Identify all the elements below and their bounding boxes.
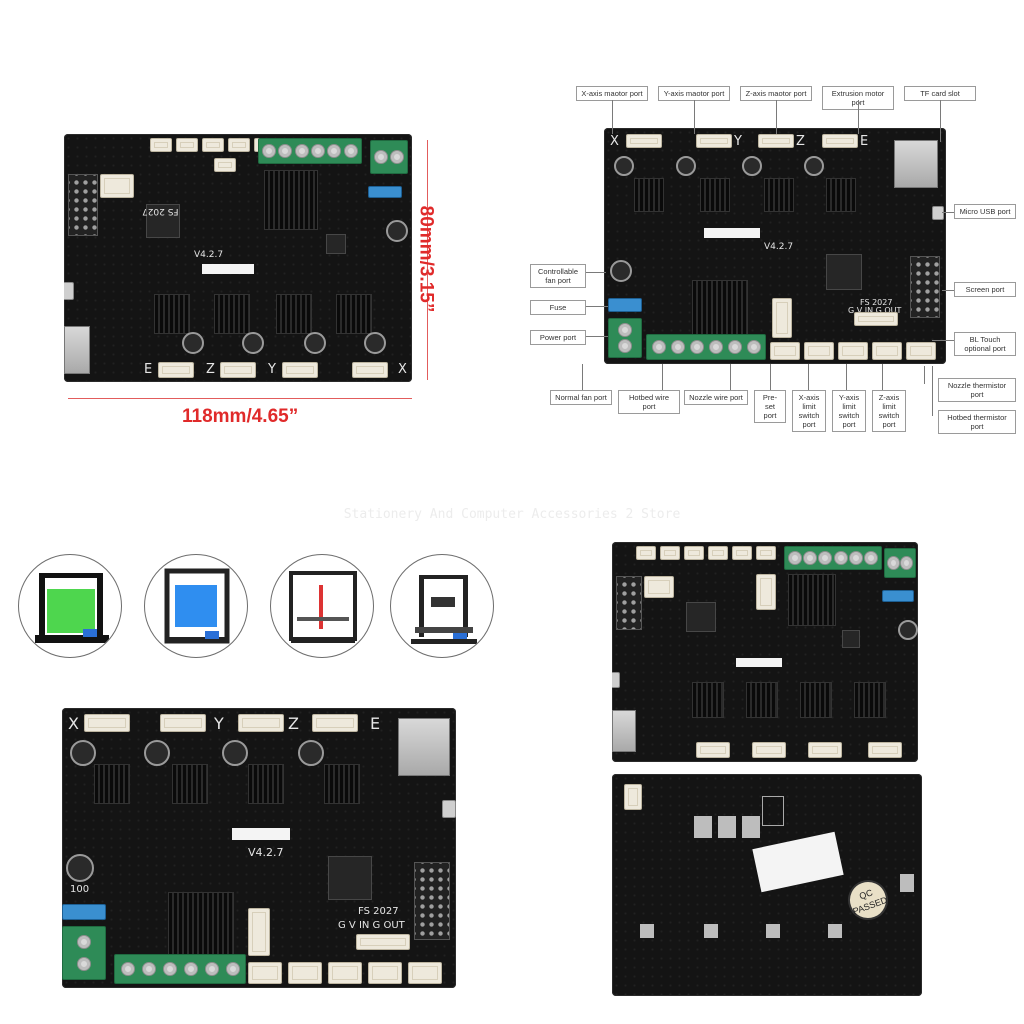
store-watermark: Stationery And Computer Accessories 2 St…	[343, 507, 681, 522]
mainboard-top-image: V4.2.7 FS 2027 E Z Y X	[64, 134, 412, 382]
mainboard-back-image: QC PASSED	[612, 774, 922, 996]
annotated-header-pins: G V IN G OUT	[848, 306, 902, 315]
callout-normal-fan: Normal fan port	[550, 390, 612, 405]
p3-axis-e: E	[370, 714, 381, 733]
p3-axis-z: Z	[288, 714, 299, 733]
p3-axis-x: X	[68, 714, 79, 733]
callout-power: Power port	[530, 330, 586, 345]
annotated-axis-x: X	[610, 134, 619, 149]
annotated-axis-z: Z	[796, 134, 805, 149]
callout-fuse: Fuse	[530, 300, 586, 315]
callout-controllable-fan: Controllable fan port	[530, 264, 586, 288]
axis-e-silk: E	[144, 362, 153, 377]
board-dimensions-panel: V4.2.7 FS 2027 E Z Y X 80mm/3.15” 118mm/…	[0, 0, 512, 480]
callout-hotbed-thermistor: Hotbed thermistor port	[938, 410, 1016, 434]
callout-tf-card: TF card slot	[904, 86, 976, 101]
callout-y-motor: Y-axis maotor port	[658, 86, 730, 101]
annotated-axis-y: Y	[734, 134, 742, 149]
p3-axis-y: Y	[214, 714, 224, 733]
height-dimension-line	[427, 140, 428, 380]
callout-micro-usb: Micro USB port	[954, 204, 1016, 219]
printer-ender5-icon	[270, 554, 374, 658]
width-dimension-label: 118mm/4.65”	[182, 406, 299, 427]
annotated-board-panel: X Y Z E V4.2.7 FS 2027 G V IN G OUT X-ax…	[512, 0, 1024, 480]
mainboard-angled-image: X Y Z E V4.2.7 FS 2027 G V IN G OUT 100	[62, 708, 456, 988]
axis-z-silk: Z	[206, 362, 215, 377]
callout-hotbed-wire: Hotbed wire port	[618, 390, 680, 414]
qc-passed-label: QC PASSED	[851, 887, 889, 917]
p3-batch: FS 2027	[358, 906, 399, 917]
callout-screen: Screen port	[954, 282, 1016, 297]
callout-nozzle-thermistor: Nozzle thermistor port	[938, 378, 1016, 402]
axis-y-silk: Y	[268, 362, 276, 377]
width-dimension-line	[68, 398, 412, 399]
annotated-version: V4.2.7	[764, 242, 794, 252]
front-back-panel: QC PASSED	[512, 540, 1024, 1024]
callout-extrusion-motor: Extrusion motor port	[822, 86, 894, 110]
annotated-batch: FS 2027	[860, 298, 893, 307]
height-dimension-label: 80mm/3.15”	[415, 205, 437, 313]
printer-blue-corexy-icon	[144, 554, 248, 658]
callout-z-motor: Z-axis maotor port	[740, 86, 812, 101]
mainboard-front-small-image	[612, 542, 918, 762]
callout-preset: Pre-set port	[754, 390, 786, 423]
annotated-axis-e: E	[860, 134, 869, 149]
printer-ender3-icon	[390, 554, 494, 658]
callout-nozzle-wire: Nozzle wire port	[684, 390, 748, 405]
callout-x-motor: X-axis maotor port	[576, 86, 648, 101]
p3-header-pins: G V IN G OUT	[338, 920, 405, 931]
board-batch-label: FS 2027	[142, 206, 179, 216]
p3-cap-value: 100	[70, 884, 90, 895]
callout-z-limit: Z-axis limit switch port	[872, 390, 906, 432]
callout-bltouch: BL Touch optional port	[954, 332, 1016, 356]
qc-passed-sticker: QC PASSED	[842, 874, 894, 926]
p3-version: V4.2.7	[248, 846, 284, 859]
axis-x-silk: X	[398, 362, 407, 377]
mainboard-annotated-image: X Y Z E V4.2.7 FS 2027 G V IN G OUT	[604, 128, 946, 364]
callout-y-limit: Y-axis limit switch port	[832, 390, 866, 432]
printer-green-enclosure-icon	[18, 554, 122, 658]
compatible-printers-panel: X Y Z E V4.2.7 FS 2027 G V IN G OUT 100	[0, 540, 512, 1024]
callout-x-limit: X-axis limit switch port	[792, 390, 826, 432]
board-version-label: V4.2.7	[194, 250, 224, 260]
